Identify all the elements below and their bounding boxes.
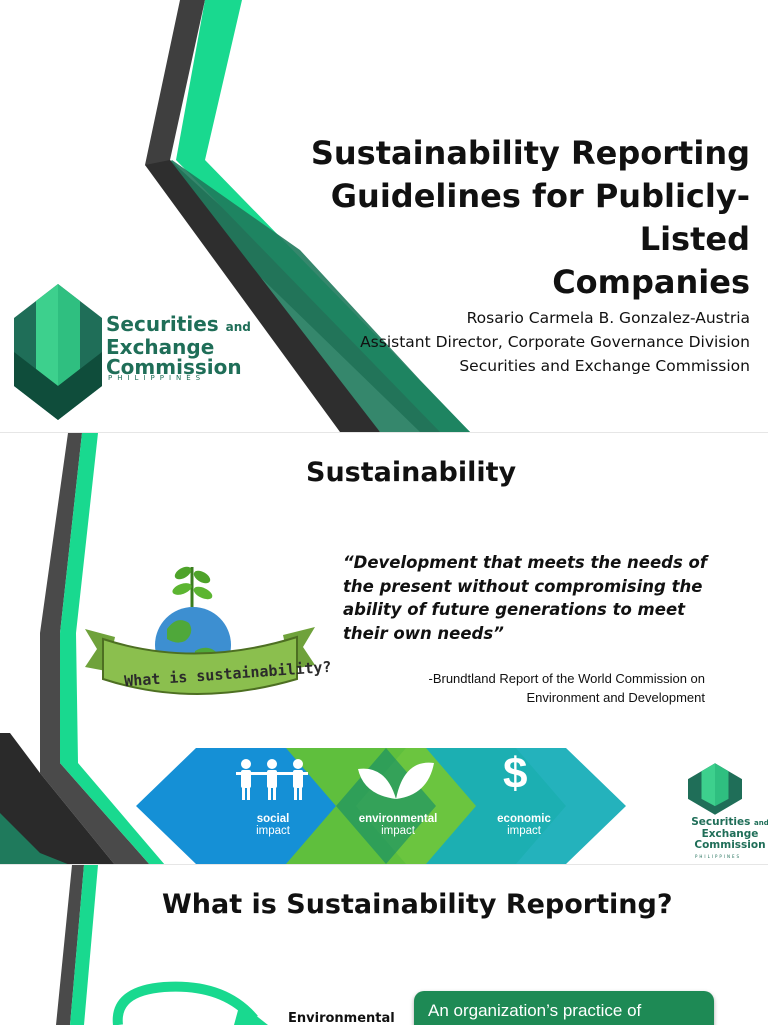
title-slide: Sustainability Reporting Guidelines for …: [0, 0, 768, 432]
cycle-arrow-icon: [112, 981, 268, 1025]
quote-source: -Brundtland Report of the World Commissi…: [428, 671, 706, 705]
sustainability-slide: Sustainability “Development that meets t…: [0, 432, 768, 865]
people-icon: [236, 759, 308, 800]
author-position: Assistant Director, Corporate Governance…: [360, 333, 750, 351]
sec-logo-country: PHILIPPINES: [695, 854, 742, 859]
reporting-slide: What is Sustainability Reporting? Enviro…: [0, 864, 768, 1025]
sec-logo-icon: [14, 284, 102, 420]
cycle-label-environmental: Environmental: [288, 1011, 395, 1025]
decorative-stripes: [145, 0, 470, 432]
title-line: Sustainability Reporting: [310, 134, 750, 172]
author-organization: Securities and Exchange Commission: [459, 357, 750, 375]
leaf-icon: [358, 762, 434, 799]
decorative-stripes: [56, 865, 98, 1025]
title-line: Guidelines for Publicly-Listed: [330, 177, 750, 258]
sec-logo-wordmark: Securities and Exchange Commission: [106, 312, 251, 379]
decorative-stripes: [0, 433, 165, 865]
title-line: Companies: [552, 263, 750, 301]
dollar-icon: $: [503, 749, 528, 798]
slide-title: Sustainability: [306, 457, 517, 488]
presentation-title: Sustainability Reporting Guidelines for …: [230, 132, 750, 304]
author-block: Rosario Carmela B. Gonzalez-Austria Assi…: [310, 306, 750, 378]
sec-logo-wordmark: Securities and Exchange Commission: [691, 816, 768, 851]
definition-text: An organization’s practice of: [428, 1001, 642, 1020]
sec-logo-icon: [688, 763, 742, 815]
brundtland-quote: “Development that meets the needs of the…: [343, 553, 708, 643]
slide-title: What is Sustainability Reporting?: [162, 889, 673, 920]
author-name: Rosario Carmela B. Gonzalez-Austria: [466, 309, 750, 327]
definition-box: An organization’s practice of: [414, 991, 714, 1025]
sec-logo-country: PHILIPPINES: [108, 374, 206, 382]
globe-banner-illustration: [85, 566, 315, 695]
